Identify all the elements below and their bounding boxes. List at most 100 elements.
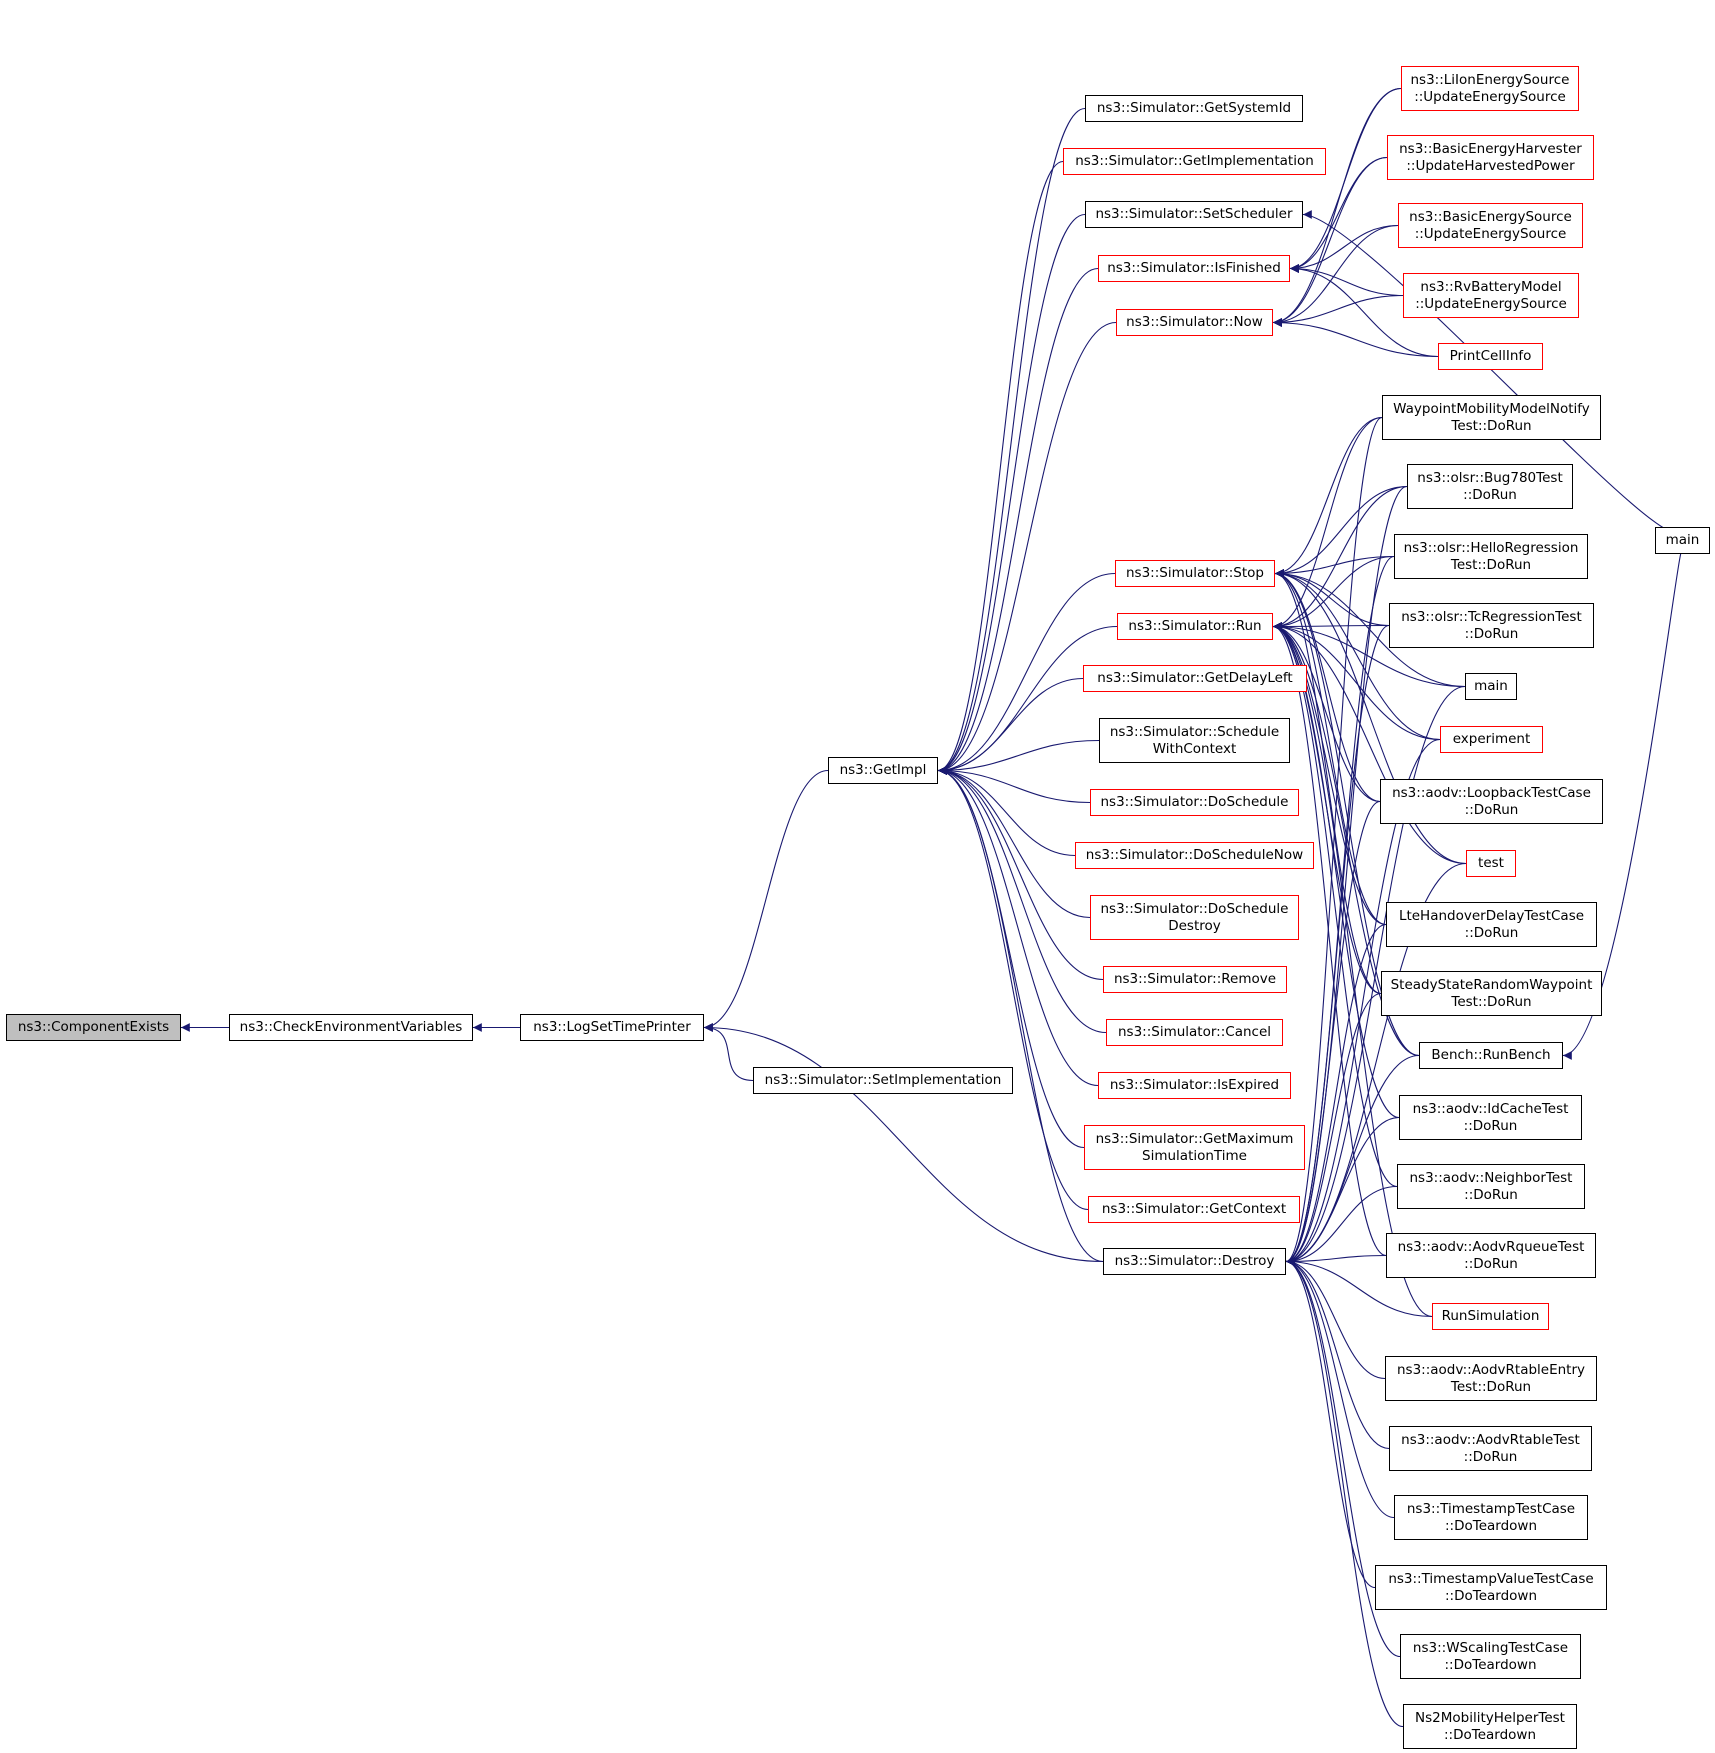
node-printcell[interactable]: PrintCellInfo bbox=[1438, 343, 1543, 370]
node-run[interactable]: ns3::Simulator::Run bbox=[1117, 613, 1273, 640]
edge-bench-to-stop bbox=[1274, 569, 1420, 1057]
node-label-line: ns3::Simulator::GetSystemId bbox=[1096, 100, 1292, 116]
node-label-line: WithContext bbox=[1152, 740, 1237, 757]
node-liion[interactable]: ns3::LiIonEnergySource::UpdateEnergySour… bbox=[1401, 66, 1579, 111]
edge-helloreg-to-run bbox=[1272, 555, 1395, 631]
node-ns2mob[interactable]: Ns2MobilityHelperTest::DoTeardown bbox=[1403, 1704, 1577, 1749]
edge-wscaling-to-destroy bbox=[1285, 1257, 1401, 1658]
node-label-line: test bbox=[1478, 855, 1504, 871]
node-label-line: ns3::Simulator::SetImplementation bbox=[764, 1072, 1002, 1088]
node-label-line: Test::DoRun bbox=[1451, 993, 1532, 1010]
node-now[interactable]: ns3::Simulator::Now bbox=[1116, 309, 1273, 336]
node-cancel[interactable]: ns3::Simulator::Cancel bbox=[1106, 1019, 1283, 1046]
node-rvbatt[interactable]: ns3::RvBatteryModel::UpdateEnergySource bbox=[1403, 273, 1579, 318]
node-label-line: ns3::LiIonEnergySource bbox=[1410, 71, 1570, 88]
node-getimpl[interactable]: ns3::GetImpl bbox=[828, 757, 938, 784]
node-label-line: ns3::Simulator::Stop bbox=[1126, 565, 1264, 581]
edge-rtable-to-destroy bbox=[1285, 1257, 1390, 1450]
node-basicsrc[interactable]: ns3::BasicEnergySource::UpdateEnergySour… bbox=[1398, 203, 1583, 248]
node-getimplementation[interactable]: ns3::Simulator::GetImplementation bbox=[1063, 148, 1326, 175]
node-label-line: ::DoRun bbox=[1464, 924, 1519, 941]
node-rtable[interactable]: ns3::aodv::AodvRtableTest::DoRun bbox=[1389, 1426, 1592, 1471]
edge-steadystate-to-stop bbox=[1274, 569, 1382, 995]
node-ltehandover[interactable]: LteHandoverDelayTestCase::DoRun bbox=[1386, 902, 1597, 947]
node-label-line: ns3::GetImpl bbox=[839, 762, 927, 778]
edge-experiment-to-run bbox=[1272, 622, 1441, 741]
node-remove[interactable]: ns3::Simulator::Remove bbox=[1103, 966, 1287, 993]
node-label-line: ns3::olsr::HelloRegression bbox=[1403, 539, 1579, 556]
node-label-line: ns3::aodv::LoopbackTestCase bbox=[1392, 784, 1591, 801]
node-label-line: ns3::RvBatteryModel bbox=[1420, 278, 1562, 295]
node-label-line: ns3::Simulator::Now bbox=[1126, 314, 1263, 330]
node-main1[interactable]: main bbox=[1465, 673, 1517, 700]
node-bench[interactable]: Bench::RunBench bbox=[1419, 1042, 1563, 1069]
node-label-line: Destroy bbox=[1168, 917, 1221, 934]
edge-rvbatt-to-now bbox=[1272, 294, 1404, 327]
node-timestamp[interactable]: ns3::TimestampTestCase::DoTeardown bbox=[1394, 1495, 1588, 1540]
node-check[interactable]: ns3::CheckEnvironmentVariables bbox=[229, 1014, 473, 1041]
node-label-line: ns3::WScalingTestCase bbox=[1412, 1639, 1569, 1656]
node-stop[interactable]: ns3::Simulator::Stop bbox=[1115, 560, 1275, 587]
node-dosched[interactable]: ns3::Simulator::DoSchedule bbox=[1090, 789, 1299, 816]
node-neighbor[interactable]: ns3::aodv::NeighborTest::DoRun bbox=[1397, 1164, 1585, 1209]
node-tcreg[interactable]: ns3::olsr::TcRegressionTest::DoRun bbox=[1389, 603, 1594, 648]
node-isfinished[interactable]: ns3::Simulator::IsFinished bbox=[1098, 255, 1290, 282]
node-destroy[interactable]: ns3::Simulator::Destroy bbox=[1103, 1248, 1286, 1275]
edge-printcell-to-now bbox=[1272, 318, 1439, 358]
node-label-line: ns3::LogSetTimePrinter bbox=[533, 1019, 691, 1035]
edge-neighbor-to-destroy bbox=[1285, 1185, 1398, 1266]
node-isexpired[interactable]: ns3::Simulator::IsExpired bbox=[1098, 1072, 1291, 1099]
node-label-line: LteHandoverDelayTestCase bbox=[1398, 907, 1585, 924]
node-getcontext[interactable]: ns3::Simulator::GetContext bbox=[1088, 1196, 1300, 1223]
edge-tcreg-to-run bbox=[1272, 622, 1390, 631]
node-label-line: ns3::Simulator::Destroy bbox=[1114, 1253, 1275, 1269]
node-label-line: ns3::Simulator::GetDelayLeft bbox=[1097, 670, 1293, 686]
node-label-line: experiment bbox=[1452, 731, 1531, 747]
node-test[interactable]: test bbox=[1466, 850, 1516, 877]
node-setsched[interactable]: ns3::Simulator::SetScheduler bbox=[1085, 201, 1303, 228]
edge-rqueue-to-run bbox=[1272, 622, 1387, 1257]
edge-bug780-to-run bbox=[1272, 485, 1408, 631]
node-bug780[interactable]: ns3::olsr::Bug780Test::DoRun bbox=[1407, 464, 1573, 509]
node-idcache[interactable]: ns3::aodv::IdCacheTest::DoRun bbox=[1399, 1095, 1582, 1140]
node-label-line: ::DoRun bbox=[1464, 801, 1519, 818]
node-logset[interactable]: ns3::LogSetTimePrinter bbox=[520, 1014, 704, 1041]
edge-tcreg-to-stop bbox=[1274, 569, 1390, 627]
node-basicharv[interactable]: ns3::BasicEnergyHarvester::UpdateHarvest… bbox=[1387, 135, 1594, 180]
node-loopback[interactable]: ns3::aodv::LoopbackTestCase::DoRun bbox=[1380, 779, 1603, 824]
edge-basicsrc-to-isfinished bbox=[1289, 224, 1399, 273]
edge-loopback-to-destroy bbox=[1285, 800, 1381, 1266]
node-getsysid[interactable]: ns3::Simulator::GetSystemId bbox=[1085, 95, 1303, 122]
node-label-line: ::DoTeardown bbox=[1444, 1656, 1537, 1673]
node-label-line: ::DoRun bbox=[1463, 486, 1517, 503]
edge-waypoint-to-destroy bbox=[1285, 416, 1383, 1266]
node-label-line: ns3::Simulator::Remove bbox=[1113, 971, 1277, 987]
node-experiment[interactable]: experiment bbox=[1440, 726, 1543, 753]
node-rqueue[interactable]: ns3::aodv::AodvRqueueTest::DoRun bbox=[1386, 1233, 1596, 1278]
node-runsim[interactable]: RunSimulation bbox=[1432, 1303, 1549, 1330]
edge-isexpired-to-getimpl bbox=[937, 766, 1099, 1087]
node-label-line: ns3::Simulator::Run bbox=[1128, 618, 1262, 634]
node-root: ns3::ComponentExists bbox=[6, 1014, 181, 1041]
node-label-line: ::DoTeardown bbox=[1444, 1517, 1538, 1534]
edge-experiment-to-destroy bbox=[1285, 738, 1441, 1266]
node-wscaling[interactable]: ns3::WScalingTestCase::DoTeardown bbox=[1400, 1634, 1581, 1679]
node-setimpl[interactable]: ns3::Simulator::SetImplementation bbox=[753, 1067, 1013, 1094]
node-main2[interactable]: main bbox=[1655, 527, 1710, 554]
node-getdelayleft[interactable]: ns3::Simulator::GetDelayLeft bbox=[1083, 665, 1307, 692]
edge-timestamp-to-destroy bbox=[1285, 1257, 1395, 1519]
node-label-line: ::DoTeardown bbox=[1444, 1587, 1538, 1604]
node-label-line: ns3::Simulator::GetContext bbox=[1101, 1201, 1287, 1217]
node-tsvalue[interactable]: ns3::TimestampValueTestCase::DoTeardown bbox=[1375, 1565, 1607, 1610]
edge-rqueue-to-destroy bbox=[1285, 1254, 1387, 1266]
edge-ltehandover-to-destroy bbox=[1285, 923, 1387, 1266]
node-doschednow[interactable]: ns3::Simulator::DoScheduleNow bbox=[1075, 842, 1314, 869]
